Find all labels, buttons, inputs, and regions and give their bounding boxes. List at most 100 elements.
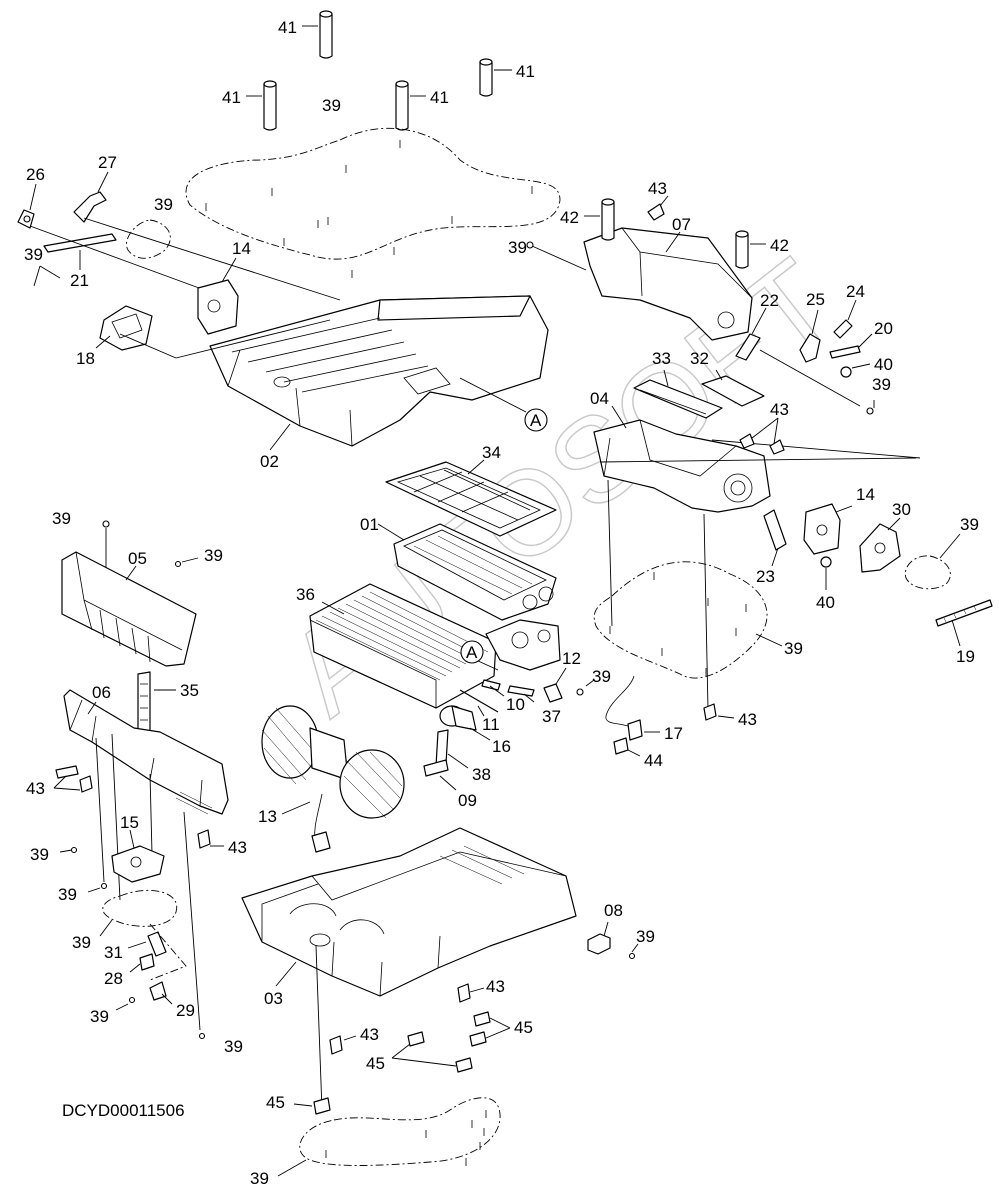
label-23: 23 — [756, 567, 775, 586]
nut-40-upper — [840, 363, 871, 378]
clip-45-bottom-a — [469, 1011, 511, 1047]
clip-45-bottom-c — [293, 1097, 331, 1115]
label-18: 18 — [76, 349, 95, 368]
clip-43-bottom-a — [457, 983, 485, 1003]
clip-08 — [587, 921, 611, 955]
label-43-near-15: 43 — [228, 838, 247, 857]
label-43-top-right: 43 — [648, 179, 667, 198]
label-35: 35 — [180, 681, 199, 700]
label-39-upper-group: 39 — [322, 96, 341, 115]
label-39-near-05: 39 — [204, 546, 223, 565]
label-39-near-08: 39 — [636, 927, 655, 946]
rod-21 — [43, 233, 117, 270]
label-43-bottom-a: 43 — [486, 977, 505, 996]
sensor-10 — [481, 679, 505, 697]
label-17: 17 — [664, 724, 683, 743]
label-04: 04 — [590, 389, 609, 408]
heater-core-01 — [377, 523, 557, 621]
label-10: 10 — [506, 695, 525, 714]
label-41-mid: 41 — [430, 88, 449, 107]
label-39-near-21: 39 — [24, 245, 43, 264]
lever-23 — [763, 509, 787, 567]
label-41-right: 41 — [516, 62, 535, 81]
label-07: 07 — [672, 215, 691, 234]
label-20: 20 — [874, 319, 893, 338]
actuator-14-upper — [197, 257, 239, 335]
label-43-near-17: 43 — [738, 710, 757, 729]
nut-40-lower — [820, 556, 832, 590]
link-28 — [129, 953, 155, 973]
label-13: 13 — [258, 807, 277, 826]
rod-19 — [935, 599, 993, 647]
label-36: 36 — [296, 585, 315, 604]
label-25: 25 — [806, 290, 825, 309]
motor-16 — [439, 705, 491, 741]
bracket-30 — [859, 517, 901, 573]
clip-43-near-15 — [197, 829, 224, 849]
evaporator-36 — [309, 583, 561, 709]
label-39-right-group: 39 — [960, 515, 979, 534]
valve-12 — [543, 667, 567, 703]
label-29: 29 — [176, 1001, 195, 1020]
drawing-code: DCYD00011506 — [62, 1101, 185, 1120]
filter-32 — [701, 369, 765, 407]
screw-group-39-left — [126, 219, 171, 259]
label-39-left-e: 39 — [224, 1037, 243, 1056]
label-12: 12 — [562, 649, 581, 668]
label-14-lower: 14 — [856, 485, 875, 504]
label-38: 38 — [472, 765, 491, 784]
label-03: 03 — [264, 989, 283, 1008]
screws-bottom — [325, 1110, 487, 1166]
label-44: 44 — [644, 751, 663, 770]
label-45-bottom-a: 45 — [514, 1018, 533, 1037]
lever-27 — [73, 171, 109, 223]
label-06: 06 — [92, 683, 111, 702]
lever-22 — [735, 307, 767, 361]
label-43-left: 43 — [26, 779, 45, 798]
label-24: 24 — [846, 282, 865, 301]
label-45-bottom-b: 45 — [366, 1054, 385, 1073]
label-39-near-12: 39 — [592, 667, 611, 686]
wire-11 — [459, 689, 499, 717]
screw-group-39-bottom — [299, 1097, 501, 1166]
blower-13 — [261, 705, 405, 853]
pipe-41-left — [246, 80, 277, 131]
label-28: 28 — [104, 969, 123, 988]
ref-marker-lower-letter: A — [466, 643, 478, 662]
label-27: 27 — [98, 153, 117, 172]
screw-group-39-right-small — [904, 555, 951, 590]
ref-marker-lower — [460, 640, 484, 664]
pipe-41-right — [479, 58, 512, 97]
label-22: 22 — [760, 291, 779, 310]
resistor-38 — [435, 729, 469, 769]
ref-marker-upper — [524, 408, 548, 432]
label-39-left-b: 39 — [58, 885, 77, 904]
label-39-left-a: 39 — [30, 845, 49, 864]
link-24 — [833, 299, 857, 339]
actuator-14-lower — [803, 503, 853, 555]
callout-labels: 41 41 41 41 39 26 27 39 39 21 14 18 02 4… — [24, 18, 979, 1188]
clip-44 — [613, 737, 641, 757]
label-33: 33 — [652, 349, 671, 368]
clip-43-left — [53, 765, 93, 793]
duct-07 — [583, 227, 753, 341]
filter-34 — [385, 459, 557, 537]
clip-43-near-04 — [739, 417, 785, 455]
housing-04 — [593, 405, 771, 513]
label-19: 19 — [956, 647, 975, 666]
clip-45-bottom-b — [391, 1031, 473, 1073]
label-37: 37 — [542, 707, 561, 726]
label-30: 30 — [892, 500, 911, 519]
label-40-lower: 40 — [816, 593, 835, 612]
label-26: 26 — [26, 165, 45, 184]
label-39-near-27: 39 — [154, 195, 173, 214]
lower-housing-03 — [241, 827, 577, 997]
screws-right — [609, 572, 747, 676]
link-31 — [127, 931, 167, 957]
pipe-42-left — [584, 198, 615, 241]
pipe-41-mid — [395, 80, 426, 131]
label-02: 02 — [260, 452, 279, 471]
sensor-37 — [507, 685, 535, 703]
panel-06 — [63, 689, 229, 815]
